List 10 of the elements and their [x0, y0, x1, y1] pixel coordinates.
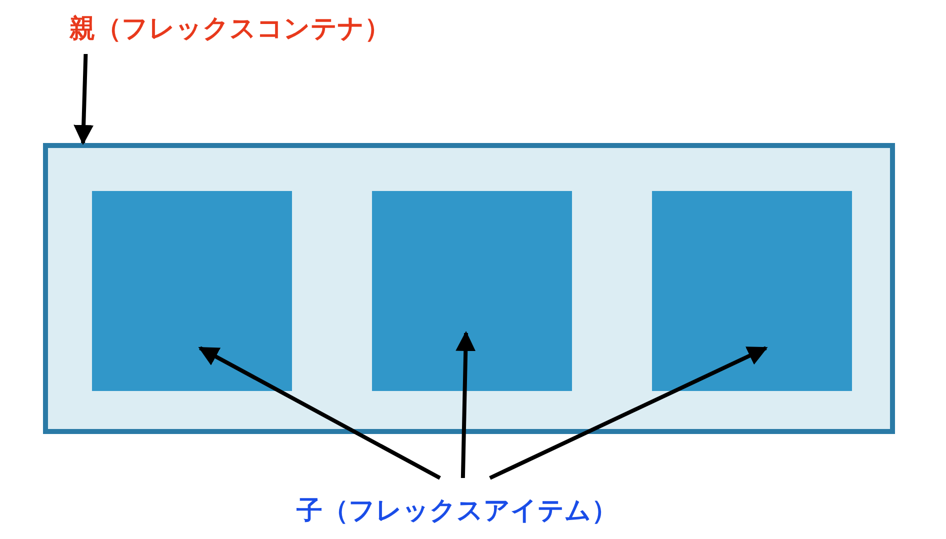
arrow: [456, 331, 476, 478]
flex-item-box: [652, 191, 852, 391]
text-label: 親（フレックスコンテナ）: [45, 8, 415, 48]
flex-item-box: [92, 191, 292, 391]
flex-item-box: [372, 191, 572, 391]
text-label: 子（フレックスアイテム）: [272, 490, 642, 530]
arrow: [198, 346, 441, 480]
arrow: [489, 346, 768, 480]
arrow: [74, 54, 94, 145]
flex-container-box: [43, 143, 895, 434]
